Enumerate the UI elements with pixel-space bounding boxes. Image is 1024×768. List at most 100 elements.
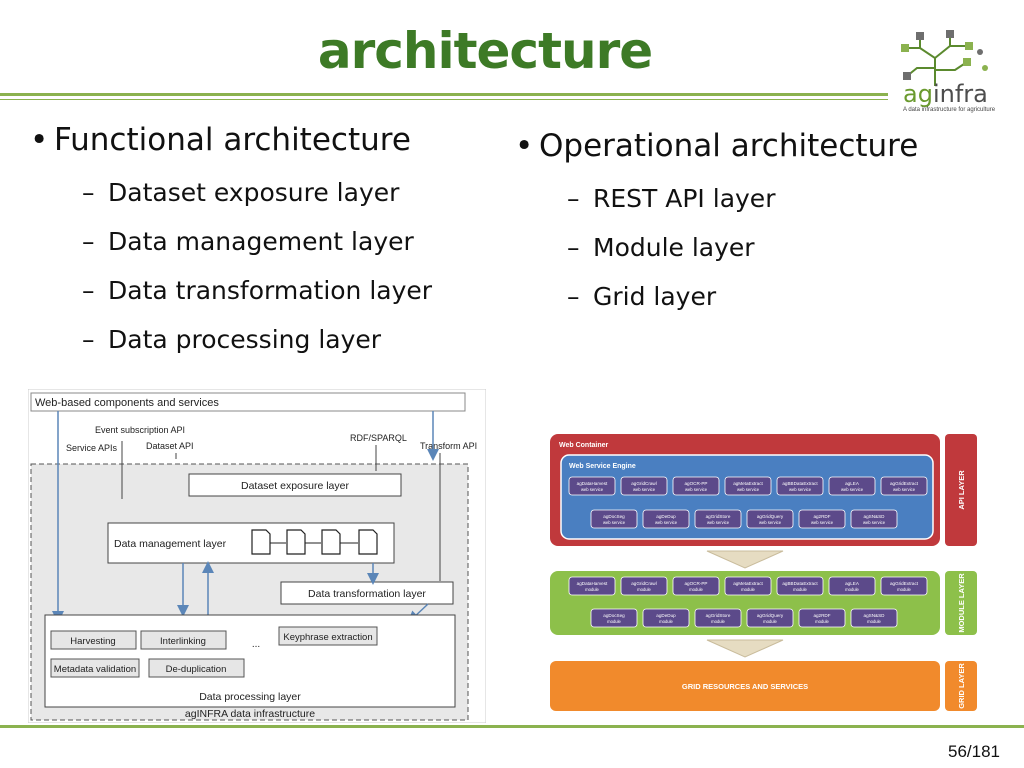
module-type: module	[637, 587, 651, 592]
bullet-icon: •	[30, 122, 49, 158]
data-transformation-label: Data transformation layer	[308, 588, 426, 600]
web-service-box	[880, 476, 928, 496]
web-service-name: agLEA	[845, 481, 860, 486]
module-name: agGridCrawl	[631, 581, 657, 586]
title-rule-top	[0, 93, 888, 96]
web-service-box	[694, 509, 742, 529]
module-name: agGridQuery	[757, 613, 784, 618]
dataset-exposure-label: Dataset exposure layer	[241, 480, 349, 492]
document-icon	[286, 529, 306, 555]
module-type: module	[763, 619, 777, 624]
web-service-name: agDocSeg	[603, 514, 625, 519]
module-type: module	[741, 587, 755, 592]
module-type: module	[711, 619, 725, 624]
harvesting-module	[50, 630, 137, 650]
left-item: –Dataset exposure layer	[82, 178, 400, 207]
infrastructure-label: agINFRA data infrastructure	[185, 708, 315, 720]
web-service-name: agGridExtract	[890, 481, 919, 486]
web-service-box	[620, 476, 668, 496]
api-layer-tab	[945, 434, 977, 546]
module-box	[798, 608, 846, 628]
web-components-label: Web-based components and services	[35, 397, 219, 409]
web-service-name: agGridCrawl	[631, 481, 657, 486]
module-name: agDataHarvest	[577, 581, 608, 586]
web-service-box	[642, 509, 690, 529]
grid-container	[550, 661, 940, 711]
down-arrow-icon	[706, 550, 784, 569]
module-name: agMetaExtract	[733, 581, 763, 586]
web-service-type: web service	[655, 520, 678, 525]
right-item: –Module layer	[567, 233, 755, 262]
module-box	[724, 576, 772, 596]
module-box	[672, 576, 720, 596]
module-name: agGridExtract	[890, 581, 919, 586]
svg-text:Keyphrase extraction: Keyphrase extraction	[283, 632, 372, 643]
footer-rule	[0, 725, 1024, 728]
document-icon	[251, 529, 271, 555]
more-modules-ellipsis: ...	[252, 639, 260, 650]
web-service-type: web service	[737, 487, 760, 492]
dash-icon: –	[82, 276, 95, 305]
module-name: agOCR-PP	[685, 581, 708, 586]
web-service-type: web service	[759, 520, 782, 525]
grid-layer-label: GRID LAYER	[957, 663, 966, 709]
web-service-box	[828, 476, 876, 496]
svg-text:Metadata validation: Metadata validation	[54, 664, 136, 675]
web-service-box	[724, 476, 772, 496]
module-box	[694, 608, 742, 628]
metadata-validation-module	[50, 658, 140, 678]
right-item: –REST API layer	[567, 184, 776, 213]
api-layer-label: API LAYER	[957, 470, 966, 510]
module-box	[850, 608, 898, 628]
web-service-name: agGridQuery	[757, 514, 784, 519]
module-box	[590, 608, 638, 628]
web-service-type: web service	[789, 487, 812, 492]
interlinking-module	[140, 630, 227, 650]
module-layer-tab	[945, 571, 977, 635]
left-item: –Data processing layer	[82, 325, 382, 354]
event-subscription-api-label: Event subscription API	[95, 425, 185, 435]
web-service-type: web service	[841, 487, 864, 492]
right-item: –Grid layer	[567, 282, 717, 311]
logo-tagline: A data infrastructure for agriculture	[903, 107, 996, 113]
module-type: module	[659, 619, 673, 624]
web-service-type: web service	[863, 520, 886, 525]
dash-icon: –	[82, 178, 95, 207]
module-type: module	[585, 587, 599, 592]
web-service-name: agDataHarvest	[577, 481, 608, 486]
web-service-box	[850, 509, 898, 529]
title-rule-thin	[0, 99, 888, 100]
module-type: module	[815, 619, 829, 624]
web-service-type: web service	[811, 520, 834, 525]
page-number: 56/181	[948, 742, 1000, 761]
web-service-engine-label: Web Service Engine	[569, 463, 636, 470]
document-icon	[358, 529, 378, 555]
web-service-name: agGridStore	[706, 514, 731, 519]
web-service-type: web service	[633, 487, 656, 492]
grid-resources-label: GRID RESOURCES AND SERVICES	[682, 682, 808, 691]
transform-api-label: Transform API	[420, 441, 477, 451]
module-name: ag2RDF	[813, 613, 830, 618]
service-apis-label: Service APIs	[66, 443, 118, 453]
module-layer-label: MODULE LAYER	[957, 573, 966, 633]
svg-text:Harvesting: Harvesting	[70, 636, 115, 647]
dash-icon: –	[567, 233, 580, 262]
slide-title: architecture	[317, 22, 653, 80]
dataset-api-label: Dataset API	[146, 441, 194, 451]
dash-icon: –	[82, 325, 95, 354]
module-type: module	[607, 619, 621, 624]
module-box	[620, 576, 668, 596]
module-name: agDocSeg	[603, 613, 625, 618]
web-service-name: agDeDup	[656, 514, 676, 519]
data-management-label: Data management layer	[114, 538, 227, 550]
web-service-type: web service	[581, 487, 604, 492]
web-service-type: web service	[685, 487, 708, 492]
module-type: module	[793, 587, 807, 592]
dataset-exposure-box	[188, 473, 402, 497]
module-box	[642, 608, 690, 628]
web-service-box	[776, 476, 824, 496]
module-type: module	[897, 587, 911, 592]
web-service-name: agSN&SD	[864, 514, 886, 519]
